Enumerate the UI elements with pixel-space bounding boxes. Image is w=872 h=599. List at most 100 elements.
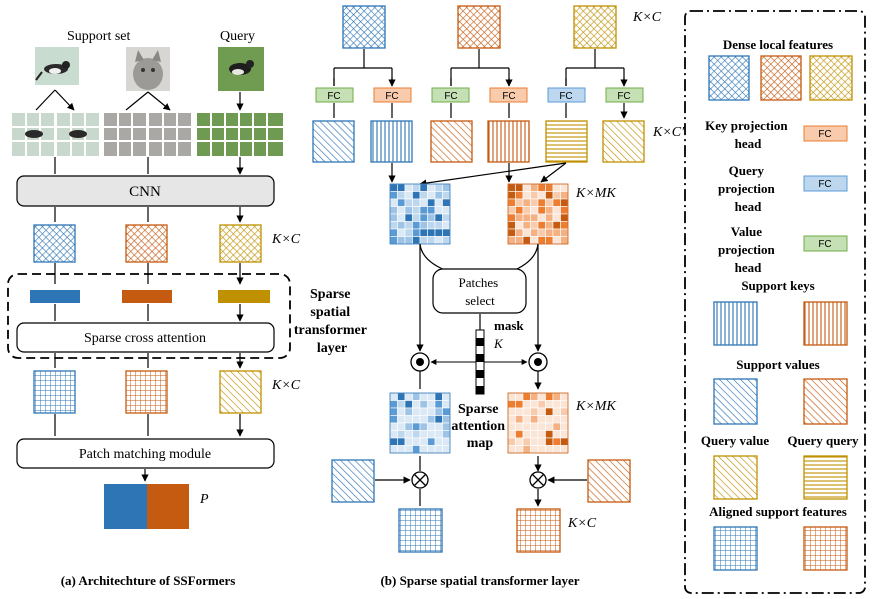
legend-aligned-support-features: Aligned support features bbox=[709, 504, 847, 519]
support-bird-token bbox=[30, 290, 80, 303]
support-image-bird bbox=[35, 47, 79, 85]
cross-op-right bbox=[529, 471, 547, 489]
query-value-features bbox=[219, 370, 262, 414]
query-patches bbox=[197, 113, 283, 156]
aligned-bird-features bbox=[33, 370, 76, 414]
legend-query-value: Query value bbox=[701, 433, 769, 448]
legend-support-value-blue bbox=[713, 378, 758, 425]
attention-map-bird bbox=[389, 183, 451, 245]
sparse-attention-map-bird bbox=[389, 392, 451, 454]
attention-map-cat bbox=[507, 183, 569, 245]
kc-label-2: K×C bbox=[271, 378, 301, 393]
legend-support-values: Support values bbox=[736, 357, 819, 372]
query-token bbox=[218, 290, 270, 303]
legend-fc-key bbox=[803, 125, 848, 142]
support-bird-features bbox=[33, 224, 76, 263]
support-image-cat bbox=[126, 47, 170, 91]
aligned-cat-output bbox=[516, 508, 561, 553]
panel-a: Support set Query bbox=[7, 29, 370, 588]
support-bird-input bbox=[342, 5, 386, 49]
legend-query-projection-head: Query projection head bbox=[718, 163, 778, 214]
fc-query-value bbox=[605, 87, 644, 103]
kmk-label-2: K×MK bbox=[575, 399, 616, 414]
prediction-cat bbox=[147, 484, 189, 529]
support-bird-key bbox=[370, 120, 413, 163]
support-cat-value bbox=[430, 120, 473, 163]
support-bird-value-repeat bbox=[331, 459, 375, 503]
legend-dense-local-features: Dense local features bbox=[723, 37, 833, 52]
support-cat-patches-2 bbox=[149, 113, 191, 156]
fc-query-query-label: FC bbox=[559, 91, 572, 102]
kc-label-1: K×C bbox=[271, 232, 301, 247]
fc-key-bird bbox=[373, 87, 412, 103]
support-set-label: Support set bbox=[67, 29, 131, 44]
legend-value-projection-head: Value projection head bbox=[718, 224, 778, 275]
sparse-layer-box bbox=[7, 273, 291, 359]
cnn-label: CNN bbox=[129, 184, 161, 200]
support-cat-token bbox=[122, 290, 172, 303]
mask-label: mask bbox=[494, 318, 524, 333]
patch-matching-block bbox=[16, 438, 275, 469]
legend-dense-gold bbox=[809, 55, 853, 101]
legend-query-query: Query query bbox=[787, 433, 859, 448]
support-bird-patches-1 bbox=[12, 113, 54, 156]
cross-op-left bbox=[411, 471, 429, 489]
legend-query-query-swatch bbox=[803, 455, 848, 500]
fc-value-bird bbox=[315, 87, 354, 103]
fc-value-cat-label: FC bbox=[444, 91, 457, 102]
kc-label-out: K×C bbox=[567, 516, 597, 531]
sparse-cross-attention-block bbox=[16, 322, 275, 353]
legend-support-keys: Support keys bbox=[741, 278, 814, 293]
query-label: Query bbox=[220, 29, 255, 44]
sparse-layer-label: Sparse spatial transformer layer bbox=[294, 287, 370, 356]
legend-key-projection-head: Key projection head bbox=[705, 118, 791, 151]
legend-box bbox=[684, 10, 866, 594]
dot-op-left bbox=[410, 352, 430, 372]
mask-bar bbox=[475, 329, 485, 395]
legend-fc-query bbox=[803, 175, 848, 192]
fc-value-cat bbox=[431, 87, 470, 103]
fc-key-cat bbox=[489, 87, 528, 103]
query-query bbox=[545, 120, 588, 163]
legend-support-value-orange bbox=[803, 378, 848, 425]
kmk-label-1: K×MK bbox=[575, 186, 616, 201]
mask-k-label: K bbox=[493, 336, 504, 351]
legend-fc-key-label: FC bbox=[818, 129, 831, 140]
p-label: P bbox=[199, 492, 209, 507]
legend-support-key-orange bbox=[803, 301, 848, 346]
fc-key-cat-label: FC bbox=[502, 91, 515, 102]
patch-matching-label: Patch matching module bbox=[79, 447, 211, 462]
legend: Dense local features Key projection head… bbox=[684, 10, 866, 594]
support-cat-features bbox=[125, 224, 168, 263]
aligned-cat-features bbox=[125, 370, 168, 414]
legend-dense-orange bbox=[760, 55, 802, 101]
fc-query-query bbox=[547, 87, 586, 103]
query-input bbox=[573, 5, 617, 49]
dot-op-right bbox=[528, 352, 548, 372]
fc-key-bird-label: FC bbox=[385, 91, 398, 102]
patches-select-block bbox=[432, 268, 527, 314]
legend-query-value-swatch bbox=[713, 455, 758, 500]
support-cat-key bbox=[487, 120, 530, 163]
fc-value-bird-label: FC bbox=[327, 91, 340, 102]
legend-aligned-blue bbox=[713, 526, 758, 571]
patches-select-label: Patches select bbox=[459, 275, 502, 308]
panel-b: K×C FC FC FC FC FC FC K×C′ bbox=[312, 5, 685, 588]
cnn-block bbox=[16, 175, 275, 207]
kcprime-label: K×C′ bbox=[652, 125, 685, 140]
sparse-attention-map-cat bbox=[507, 392, 569, 454]
legend-aligned-orange bbox=[803, 526, 848, 571]
caption-b: (b) Sparse spatial transformer layer bbox=[380, 573, 579, 588]
legend-fc-value-label: FC bbox=[818, 239, 831, 250]
fc-query-value-label: FC bbox=[617, 91, 630, 102]
support-cat-value-repeat bbox=[587, 459, 631, 503]
legend-fc-value bbox=[803, 235, 848, 252]
legend-fc-query-label: FC bbox=[818, 179, 831, 190]
legend-dense-blue bbox=[708, 55, 750, 101]
kc-label-top: K×C bbox=[632, 10, 662, 25]
support-cat-input bbox=[457, 5, 501, 49]
query-features bbox=[219, 224, 262, 263]
sparse-attention-map-label: Sparse attention map bbox=[451, 402, 508, 451]
sparse-cross-attention-label: Sparse cross attention bbox=[84, 331, 206, 346]
